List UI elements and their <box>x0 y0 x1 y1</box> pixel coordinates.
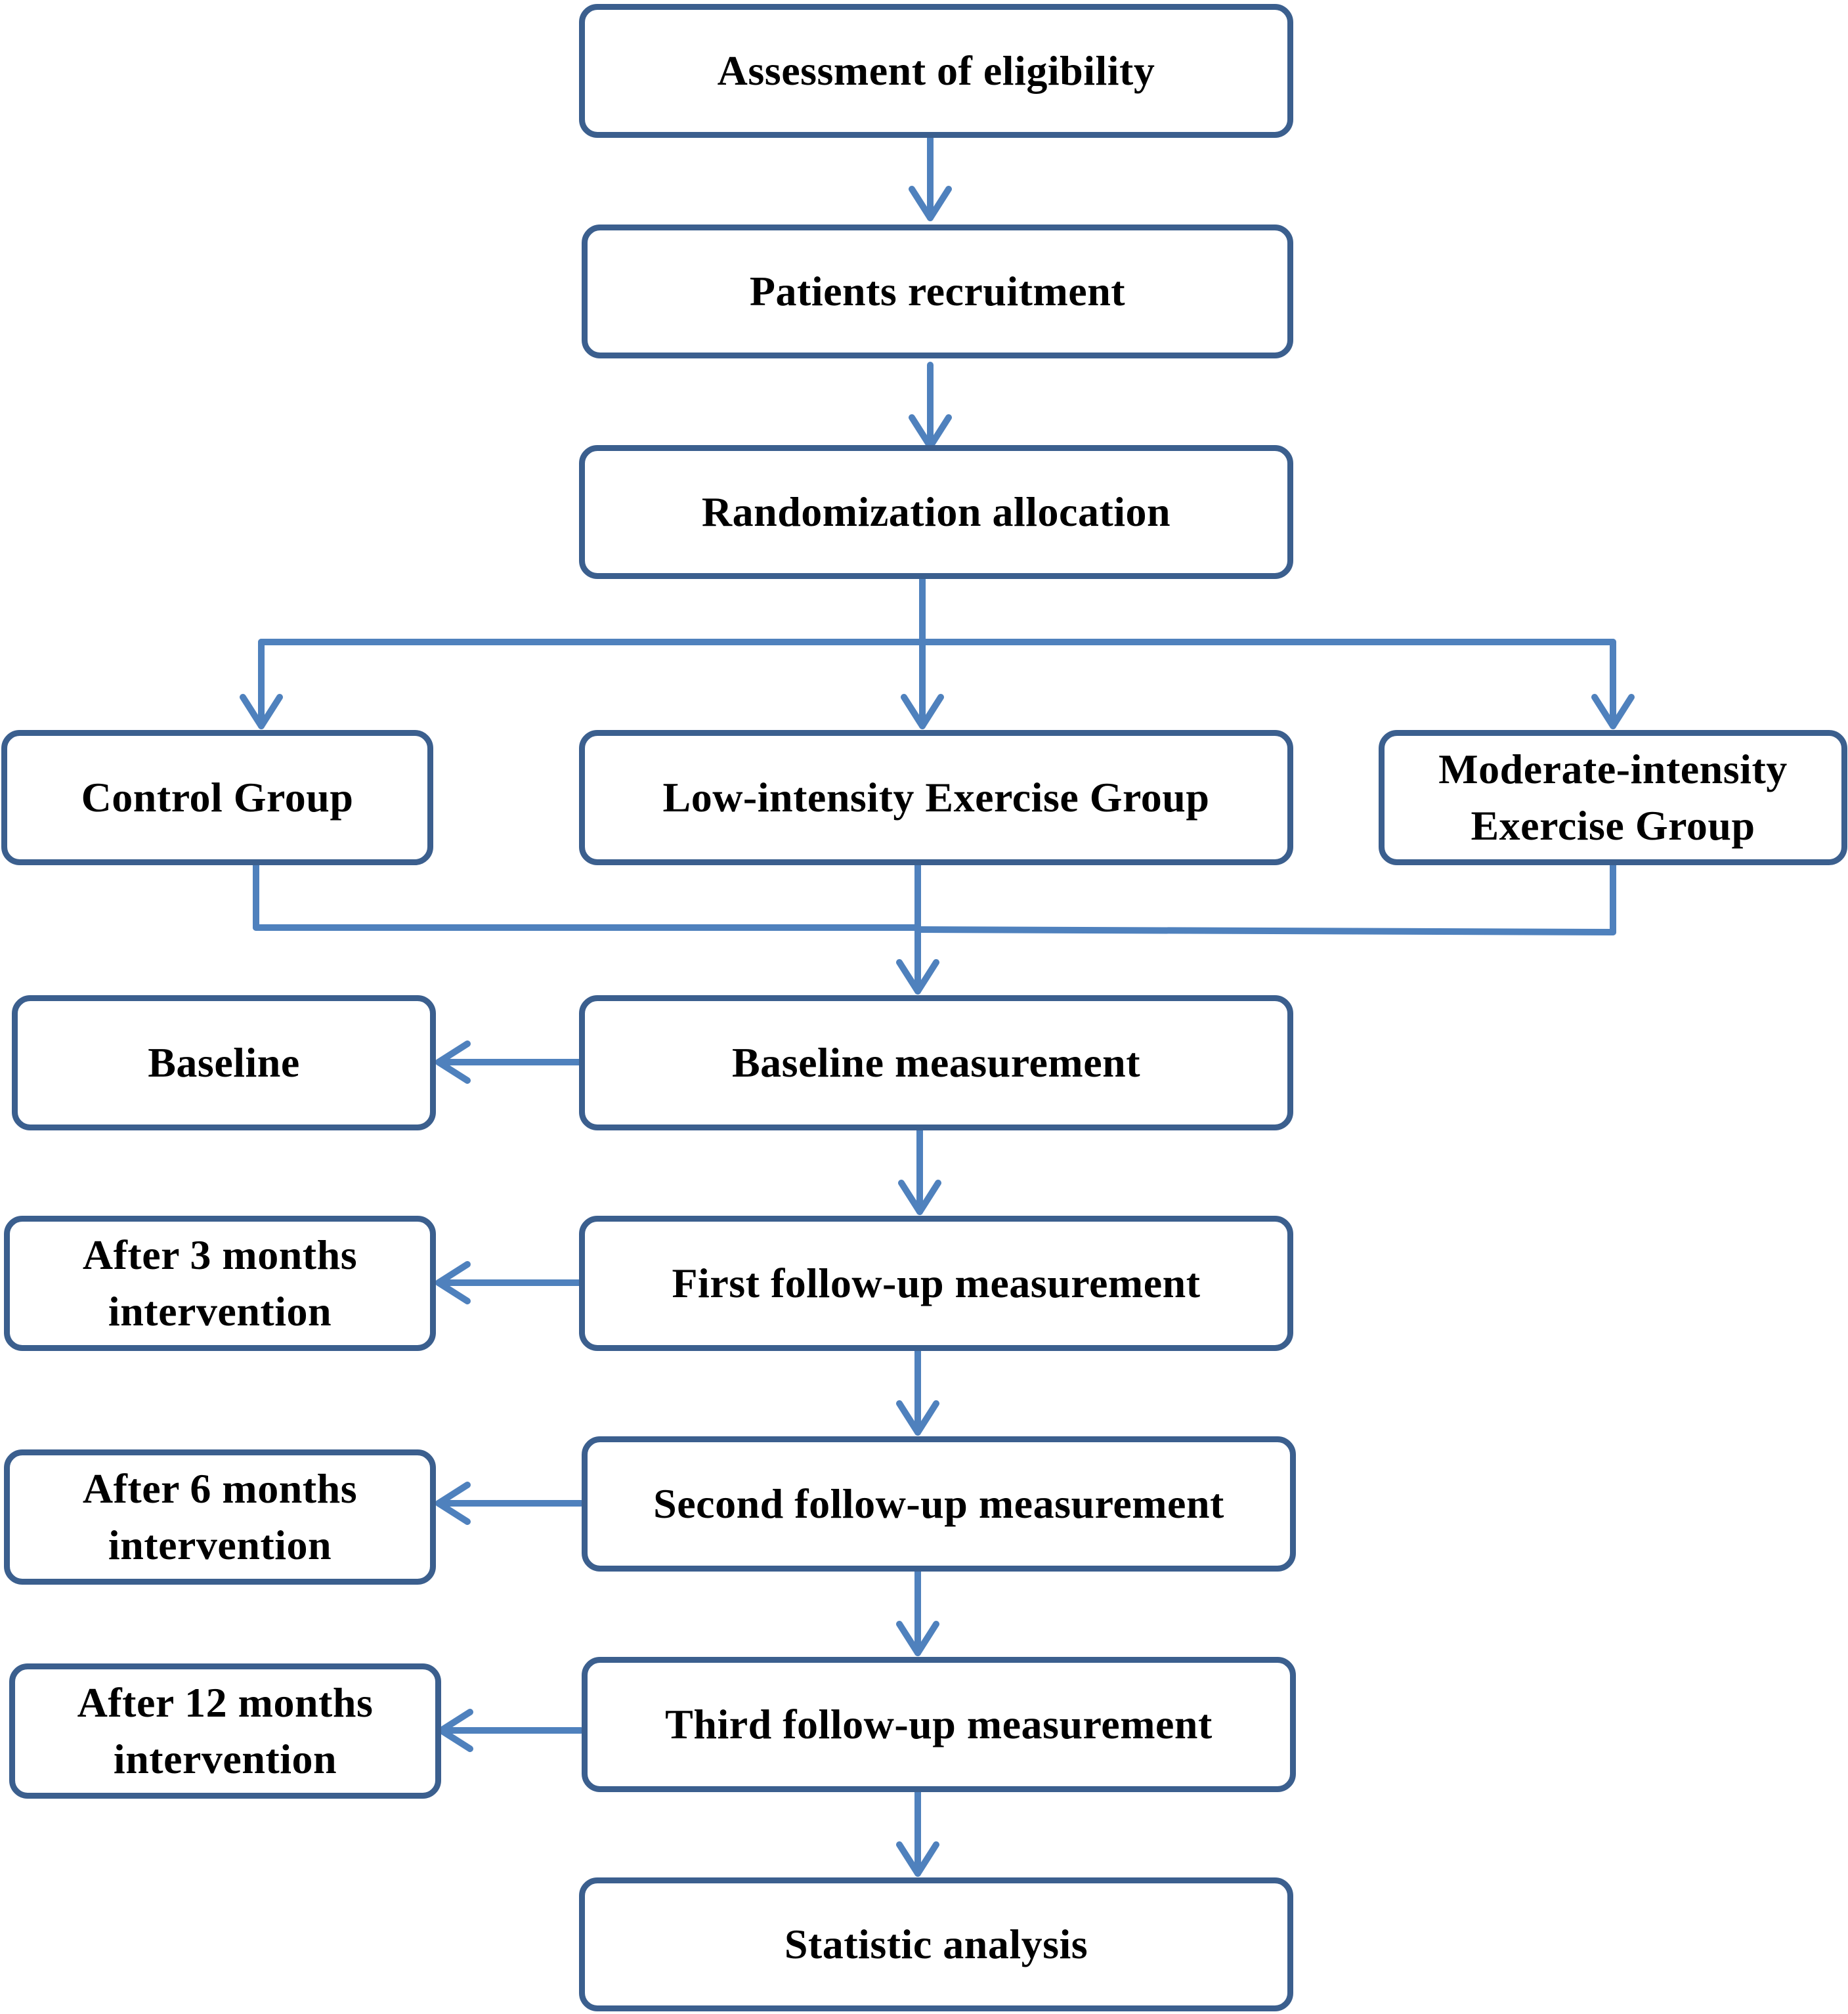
baseline-box: Baseline <box>12 995 436 1130</box>
randomization-box: Randomization allocation <box>579 445 1293 579</box>
arrowhead-moderate-intensity-group <box>1591 694 1635 729</box>
arrowhead-after-12-months <box>438 1709 473 1752</box>
moderate-intensity-group-label: Moderate-intensity Exercise Group <box>1438 746 1788 849</box>
after-6-months-label: After 6 months intervention <box>82 1465 358 1568</box>
after-6-months-box: After 6 months intervention <box>4 1449 436 1585</box>
control-group-label: Control Group <box>81 774 354 821</box>
baseline-measurement-label: Baseline measurement <box>731 1039 1141 1086</box>
arrowhead-first-followup <box>898 1180 941 1215</box>
arrowhead-control-group <box>240 694 283 729</box>
recruitment-box: Patients recruitment <box>582 225 1293 358</box>
statistic-analysis-box: Statistic analysis <box>579 1877 1293 2011</box>
arrowhead-low-intensity-group <box>901 694 944 729</box>
merge-bar-right <box>914 926 1616 935</box>
baseline-measurement-box: Baseline measurement <box>579 995 1293 1130</box>
after-12-months-label: After 12 months intervention <box>77 1679 374 1782</box>
arrowhead-baseline-measurement <box>896 959 939 995</box>
control-group-box: Control Group <box>1 730 433 865</box>
moderate-intensity-group-box: Moderate-intensity Exercise Group <box>1379 730 1847 865</box>
first-followup-label: First follow-up measurement <box>672 1260 1201 1306</box>
randomization-label: Randomization allocation <box>701 488 1171 535</box>
third-followup-label: Third follow-up measurement <box>665 1701 1213 1747</box>
arrowhead-third-followup <box>896 1621 939 1656</box>
arrowhead-baseline <box>435 1040 471 1084</box>
arrowhead-statistic-analysis <box>896 1841 939 1877</box>
low-intensity-group-label: Low-intensity Exercise Group <box>662 774 1210 821</box>
first-followup-box: First follow-up measurement <box>579 1216 1293 1351</box>
third-followup-box: Third follow-up measurement <box>582 1657 1296 1792</box>
after-3-months-label: After 3 months intervention <box>82 1232 358 1335</box>
second-followup-label: Second follow-up measurement <box>653 1480 1224 1527</box>
eligibility-label: Assessment of eligibility <box>717 47 1155 94</box>
recruitment-label: Patients recruitment <box>749 268 1126 314</box>
arrowhead-recruitment <box>909 186 952 221</box>
eligibility-box: Assessment of eligibility <box>579 4 1293 138</box>
arrowhead-after-3-months <box>435 1261 471 1304</box>
after-3-months-box: After 3 months intervention <box>4 1216 436 1351</box>
second-followup-box: Second follow-up measurement <box>582 1436 1296 1572</box>
after-12-months-box: After 12 months intervention <box>9 1663 441 1799</box>
statistic-analysis-label: Statistic analysis <box>784 1921 1088 1967</box>
low-intensity-group-box: Low-intensity Exercise Group <box>579 730 1293 865</box>
baseline-label: Baseline <box>148 1039 300 1086</box>
arrowhead-after-6-months <box>435 1482 471 1525</box>
arrowhead-second-followup <box>896 1400 939 1436</box>
